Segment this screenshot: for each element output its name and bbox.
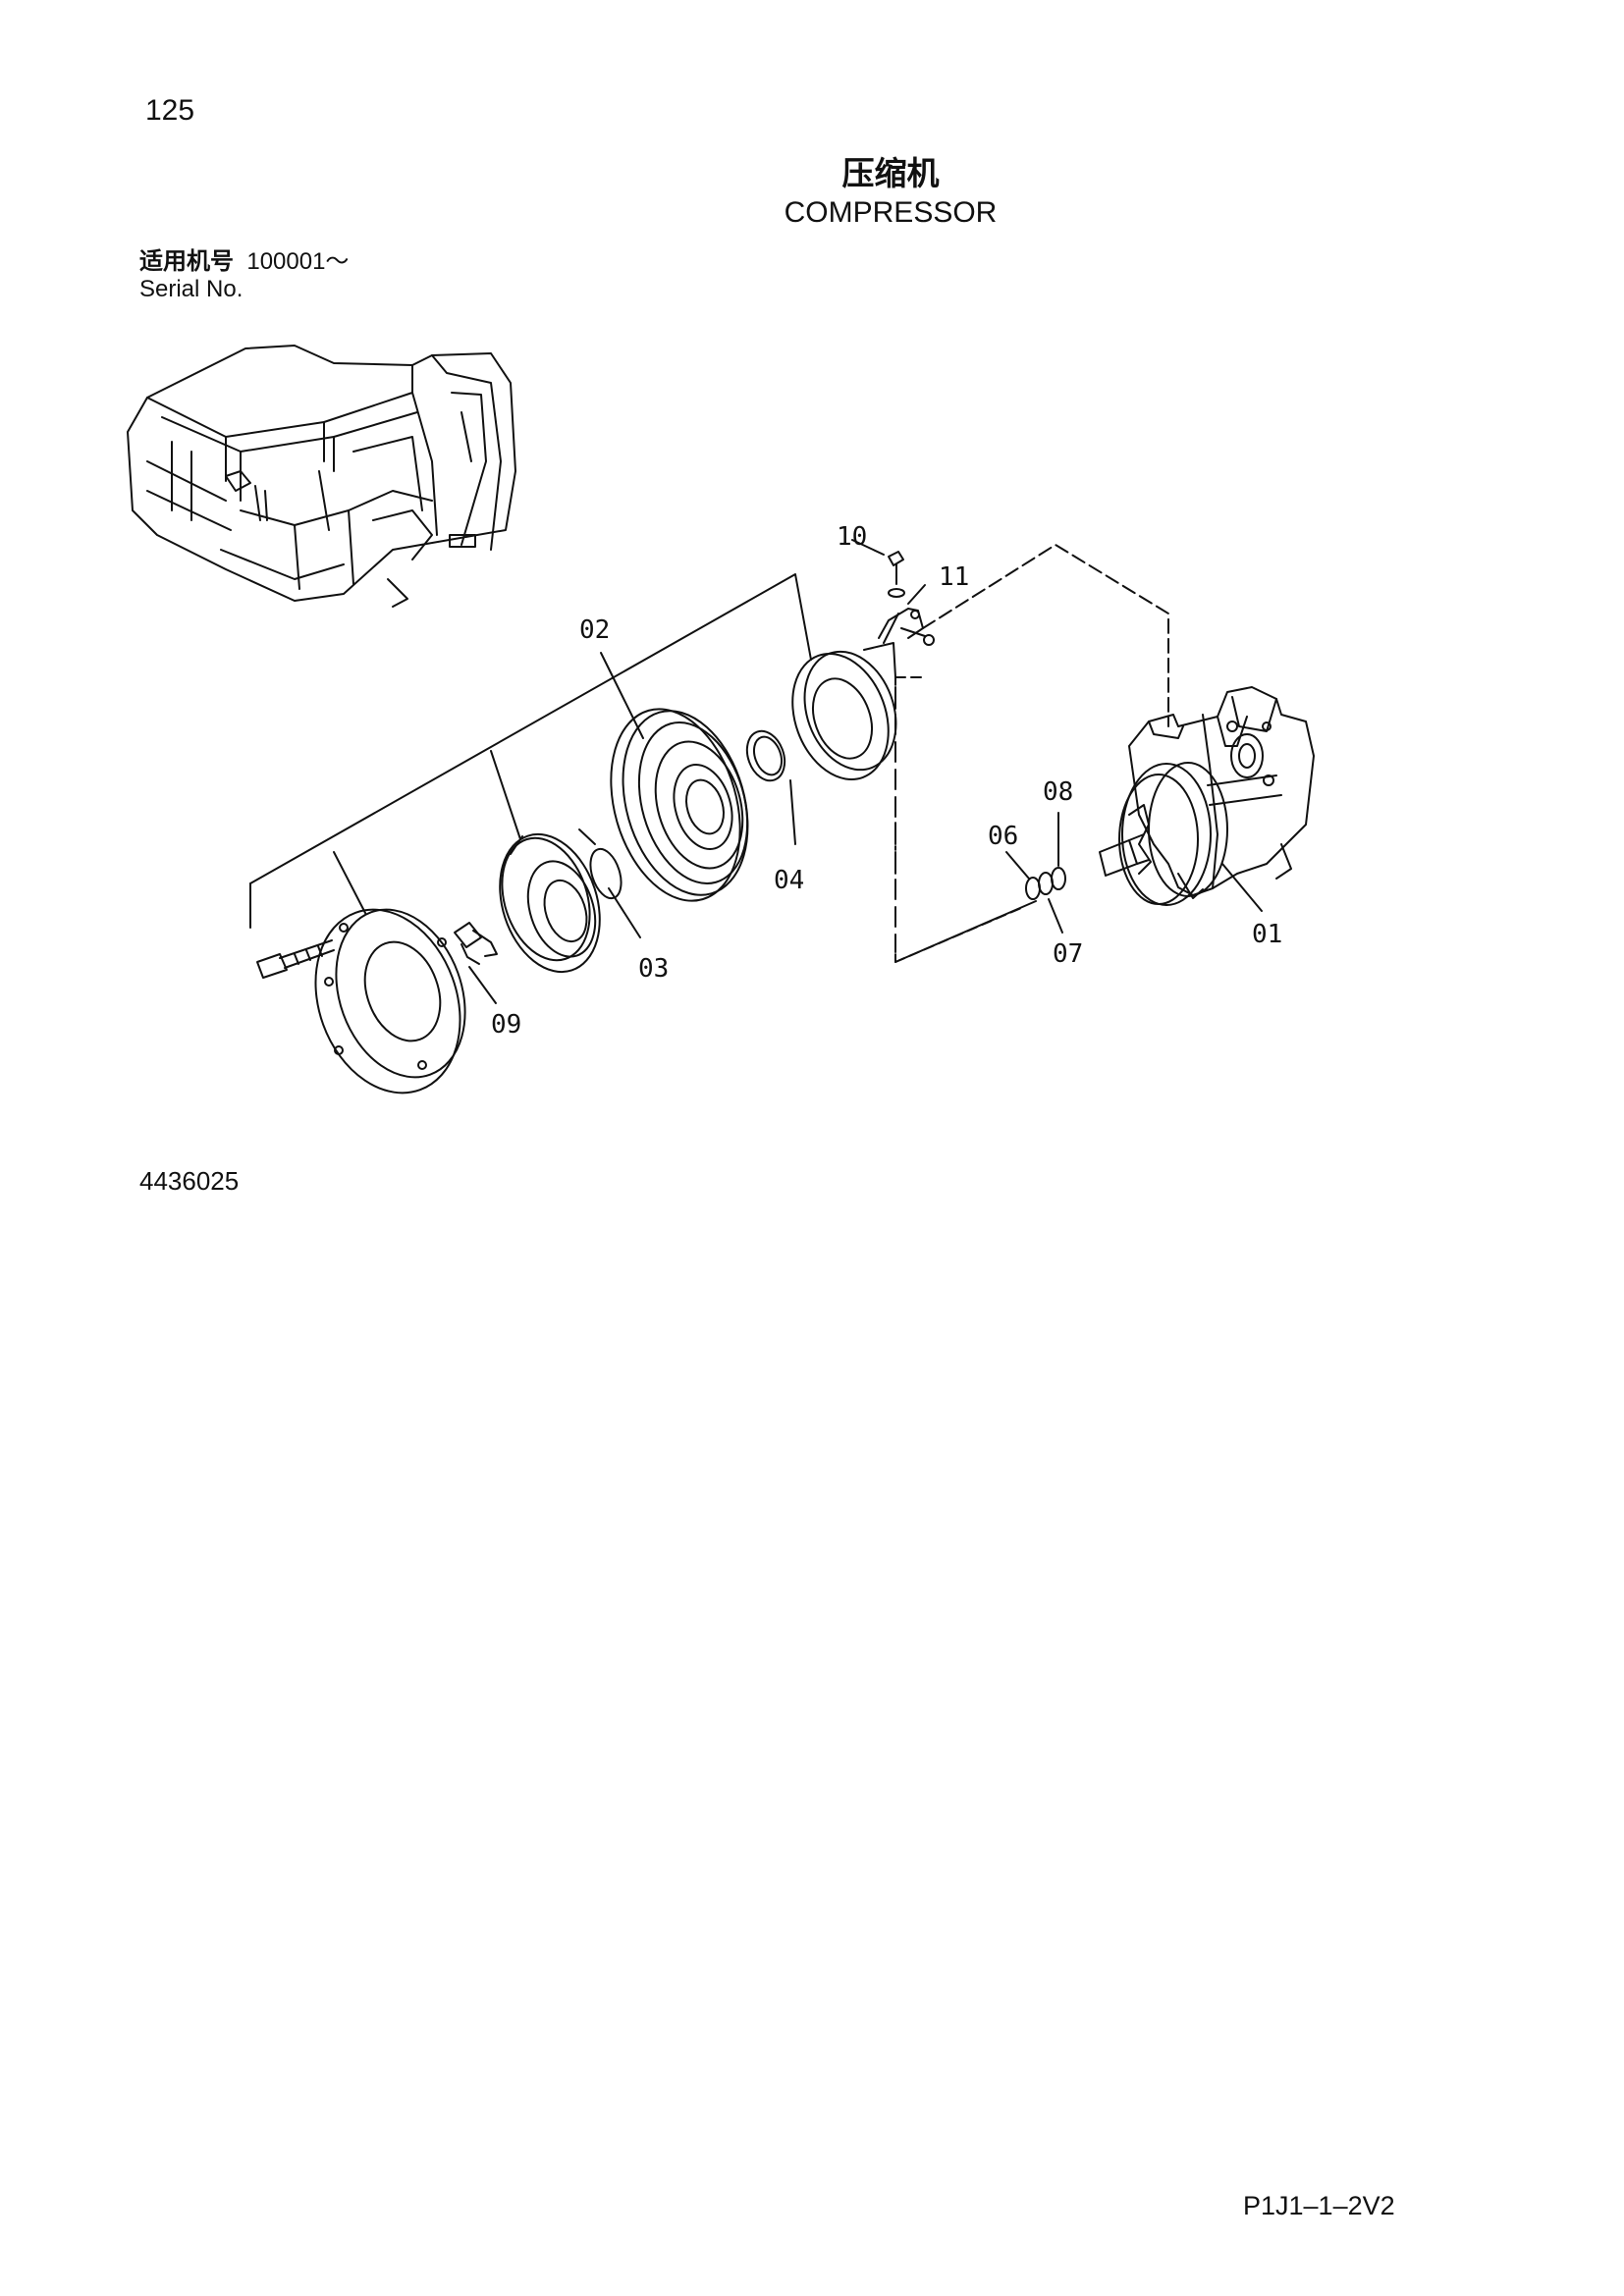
seal-rings [1025, 867, 1066, 900]
callout-03: 03 [638, 954, 669, 984]
callout-09: 09 [491, 1010, 521, 1040]
o-ring [589, 847, 623, 900]
bolt-09 [454, 922, 498, 965]
pulley [610, 708, 749, 902]
page-title-chinese: 压缩机 [841, 154, 940, 192]
field-coil [791, 642, 897, 780]
page-title-english: COMPRESSOR [784, 196, 998, 229]
assembly-leader-lines [249, 544, 1169, 963]
callout-10: 10 [837, 522, 867, 552]
machine-location-sketch [127, 345, 516, 608]
serial-range: 100001～ [246, 248, 350, 275]
page-number: 125 [145, 94, 195, 127]
serial-label-chinese: 适用机号 [139, 247, 234, 275]
callout-01: 01 [1252, 920, 1282, 949]
callout-06: 06 [988, 822, 1018, 851]
snap-ring [745, 729, 786, 782]
callout-08: 08 [1043, 777, 1073, 807]
clutch-hub [499, 828, 601, 974]
serial-info: 适用机号 100001～ Serial No. [139, 247, 349, 303]
serial-label-english: Serial No. [139, 276, 244, 302]
bolt-left [256, 939, 335, 979]
compressor-body [1099, 686, 1315, 906]
figure-code: 4436025 [139, 1166, 240, 1196]
document-code: P1J1–1–2V2 [1243, 2191, 1395, 2220]
callout-02: 02 [579, 615, 610, 645]
flange-plate [314, 908, 466, 1095]
callout-04: 04 [774, 866, 804, 895]
callout-07: 07 [1053, 939, 1083, 969]
callout-11: 11 [939, 562, 969, 592]
wire-lead-bracket [878, 551, 935, 646]
callout-leaders [468, 539, 1263, 1004]
